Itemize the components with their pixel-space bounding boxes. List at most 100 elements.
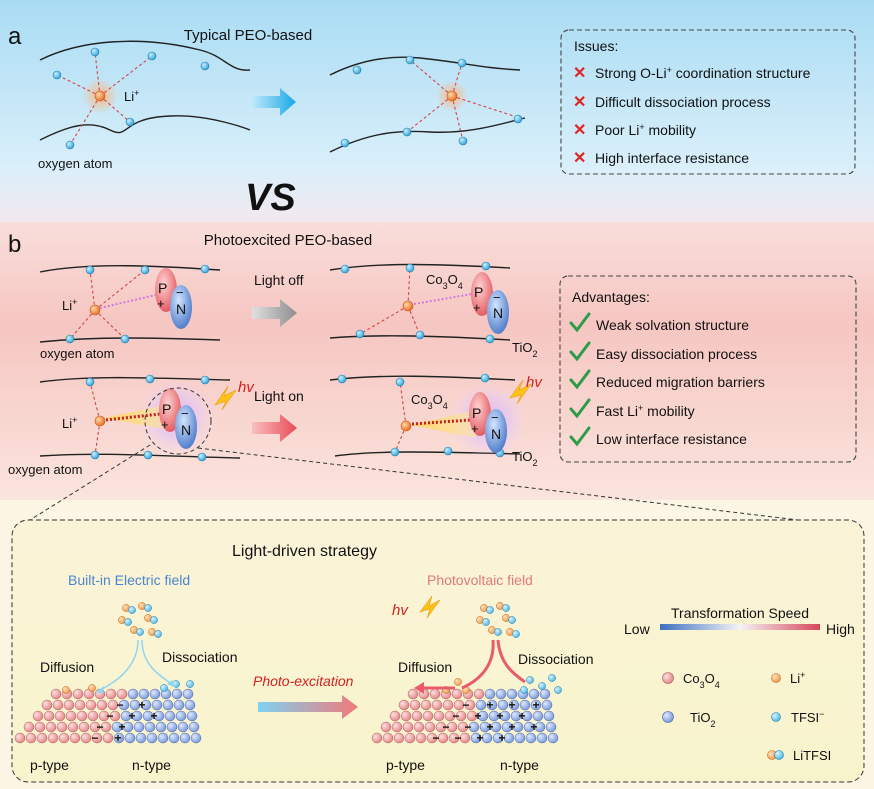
tio2-particle	[146, 732, 158, 744]
tio2-particle	[514, 732, 526, 744]
tio2-particle	[536, 732, 548, 744]
cross-icon: ✕	[573, 65, 586, 82]
co3o4-particle	[409, 699, 421, 711]
positive-charge: +	[150, 709, 157, 723]
co3o4-particle	[422, 710, 434, 722]
co3o4-particle	[424, 721, 436, 733]
plus-sign: +	[157, 296, 165, 311]
peo-chains-typical-left	[39, 40, 251, 150]
co3o4-particle	[391, 721, 403, 733]
tfsi-anion	[502, 604, 510, 612]
tio2-particle	[118, 699, 130, 711]
peo-light-off-left	[39, 264, 221, 344]
co3o4-particle	[96, 699, 108, 711]
panel-a-li-label: Li+	[124, 88, 139, 104]
co3o4-particle	[466, 710, 478, 722]
tio2-particle	[541, 699, 553, 711]
legend-litfsi: LiTFSI	[793, 748, 831, 763]
tio2-particle	[495, 688, 507, 700]
tio2-label-1: TiO2	[512, 340, 537, 359]
tio2-particle	[490, 721, 502, 733]
co3o4-particle	[25, 732, 37, 744]
light-on-arrow	[252, 414, 297, 442]
tfsi-anion	[494, 628, 502, 636]
co3o4-particle	[446, 721, 458, 733]
tio2-particle	[177, 721, 189, 733]
light-off-label: Light off	[254, 272, 304, 288]
tio2-particle	[510, 710, 522, 722]
co3o4-particle	[14, 732, 26, 744]
cross-icon: ✕	[573, 122, 586, 139]
negative-charge: −	[454, 731, 461, 745]
tio2-particle	[519, 699, 531, 711]
peo-light-on-right	[329, 373, 532, 458]
tio2-particle	[155, 721, 167, 733]
tio2-particle	[190, 732, 202, 744]
positive-charge: +	[508, 720, 515, 734]
n-label: N	[176, 301, 186, 317]
co3o4-particle	[444, 710, 456, 722]
co3o4-particle	[63, 699, 75, 711]
litfsi-legend-icon-tfsi	[774, 750, 784, 760]
litfsi-cluster-left	[62, 602, 194, 694]
li-ion	[88, 684, 96, 692]
issues-box: Issues: ✕ Strong O-Li+ coordination stru…	[560, 29, 856, 175]
tio2-particle	[111, 721, 123, 733]
co3o4-particle	[45, 721, 57, 733]
co3o4-particle	[371, 732, 383, 744]
strategy-box	[11, 519, 865, 783]
advantage-item: Reduced migration barriers	[596, 374, 765, 390]
strategy-title: Light-driven strategy	[232, 543, 377, 560]
co3o4-particle	[459, 732, 471, 744]
co3o4-particle	[74, 699, 86, 711]
diffusion-dissociation-arrows-left	[96, 639, 176, 694]
positive-charge: +	[486, 720, 493, 734]
check-icon	[569, 369, 591, 390]
p-type-label-left: p-type	[30, 757, 69, 773]
tio2-legend-icon	[662, 711, 674, 723]
co3o4-particle	[420, 699, 432, 711]
tio2-particle	[140, 699, 152, 711]
light-on-label: Light on	[254, 388, 304, 404]
tio2-particle	[547, 732, 559, 744]
tio2-particle	[512, 721, 524, 733]
positive-charge: +	[518, 709, 525, 723]
tio2-particle	[171, 688, 183, 700]
negative-charge: −	[91, 731, 98, 745]
co3o4-particle	[89, 721, 101, 733]
hv-label-2: hv	[526, 374, 543, 391]
tio2-particle	[175, 710, 187, 722]
zoom-line-right	[197, 447, 816, 523]
co3o4-label-1: Co3O4	[426, 272, 463, 291]
negative-charge: −	[432, 731, 439, 745]
tfsi-anion	[486, 606, 494, 614]
tfsi-anion	[482, 618, 490, 626]
litfsi-cluster-right	[442, 602, 562, 694]
built-in-field-title: Built-in Electric field	[68, 572, 190, 588]
co3o4-particle	[54, 710, 66, 722]
co3o4-particle	[415, 732, 427, 744]
cross-icon: ✕	[573, 94, 586, 111]
co3o4-particle	[98, 710, 110, 722]
co3o4-particle	[402, 721, 414, 733]
check-icon	[569, 312, 591, 333]
tio2-particle	[492, 732, 504, 744]
tfsi-anion	[160, 684, 168, 692]
light-off-arrow	[252, 299, 297, 327]
n-type-label-right: n-type	[500, 757, 539, 773]
issue-item: High interface resistance	[595, 150, 749, 166]
hv-label-3: hv	[392, 602, 409, 619]
tio2-particle	[131, 710, 143, 722]
p-label: P	[472, 405, 481, 421]
co3o4-particle	[473, 688, 485, 700]
tio2-particle	[120, 710, 132, 722]
tio2-particle	[534, 721, 546, 733]
dissociation-label-left: Dissociation	[162, 649, 237, 665]
negative-charge: −	[96, 720, 103, 734]
minus-sign: −	[181, 406, 189, 421]
diffusion-label-left: Diffusion	[40, 659, 94, 675]
tio2-particle	[129, 699, 141, 711]
tio2-particle	[113, 732, 125, 744]
co3o4-particle	[34, 721, 46, 733]
advantage-item: Easy dissociation process	[596, 346, 757, 362]
